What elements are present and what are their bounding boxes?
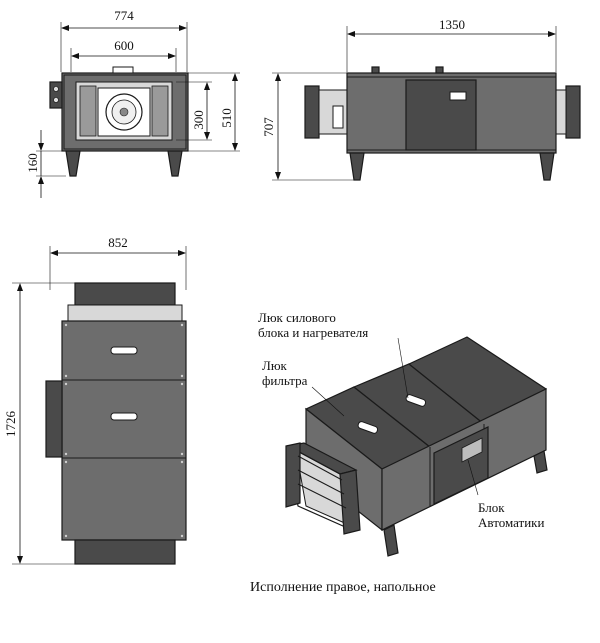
iso-leg-front [383,524,399,557]
front-leg-right [167,150,183,177]
front-view: 774 600 300 510 [25,8,240,198]
top-handle [112,66,134,74]
top-view: 852 1726 [3,235,187,565]
label-automation-1: Блок [478,500,505,515]
side-leg-right [539,152,555,181]
dim-160: 160 [25,153,40,173]
top-duct-upper [74,282,176,306]
front-leg-left [65,150,81,177]
top-housing [61,320,187,541]
hatch-handle-1 [110,346,138,355]
dim-774: 774 [114,8,134,23]
label-hatch-power-1: Люк силового [258,310,336,325]
side-view: 1350 707 [261,17,581,181]
dim-1350: 1350 [439,17,465,32]
top-duct-lower [74,539,176,565]
dim-600: 600 [114,38,134,53]
duct-right [565,85,581,139]
control-box [49,81,63,109]
isometric-view: Люк силового блока и нагревателя Люк фил… [258,310,548,557]
dim-707: 707 [261,117,276,137]
dim-1726: 1726 [3,411,18,438]
label-hatch-filter-1: Люк [262,358,288,373]
side-leg-left [349,152,365,181]
top-control-box [45,380,63,458]
iso-handle-1 [357,421,379,434]
label-hatch-power-2: блока и нагревателя [258,325,368,340]
label-automation-2: Автоматики [478,515,544,530]
hatch-handle-2 [110,412,138,421]
iso-leg-rear [533,450,548,474]
dim-852: 852 [108,235,128,250]
side-access-door [405,79,477,151]
iso-handle-2 [405,394,427,407]
duct-left [304,85,320,139]
dim-510: 510 [219,108,234,128]
dim-300: 300 [191,110,206,130]
label-hatch-filter-2: фильтра [262,373,308,388]
door-handle [449,91,467,101]
caption: Исполнение правое, напольное [250,580,436,595]
